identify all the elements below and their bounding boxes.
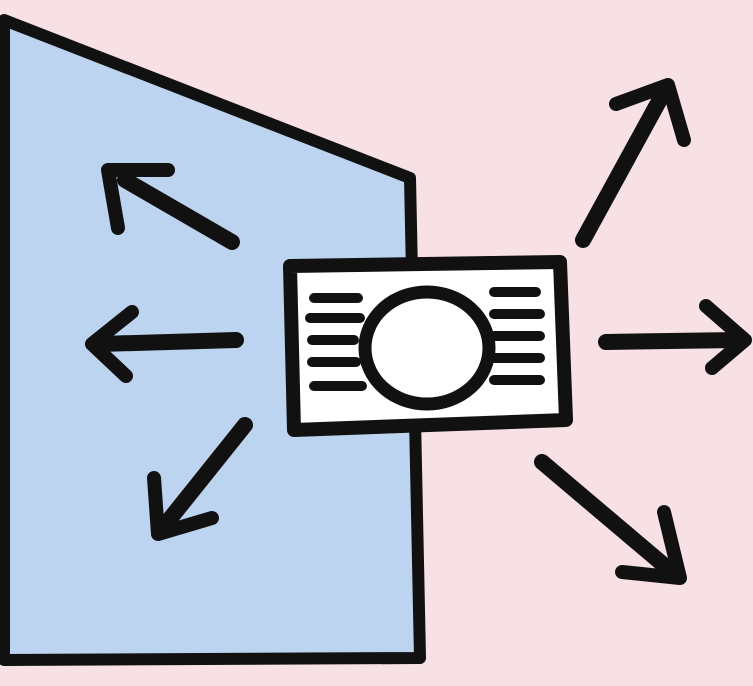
arrow-right-icon (598, 299, 752, 375)
arrow-left-icon (85, 305, 244, 383)
profile-card-icon (283, 255, 573, 437)
card-text-lines-left (305, 293, 367, 391)
arrow-down-right-icon (534, 454, 687, 585)
arrow-up-left-icon (101, 163, 240, 250)
card-text-lines-right (489, 287, 545, 385)
avatar-circle (358, 285, 496, 411)
arrow-down-left-icon (147, 417, 253, 541)
arrow-up-right-icon (575, 78, 691, 248)
